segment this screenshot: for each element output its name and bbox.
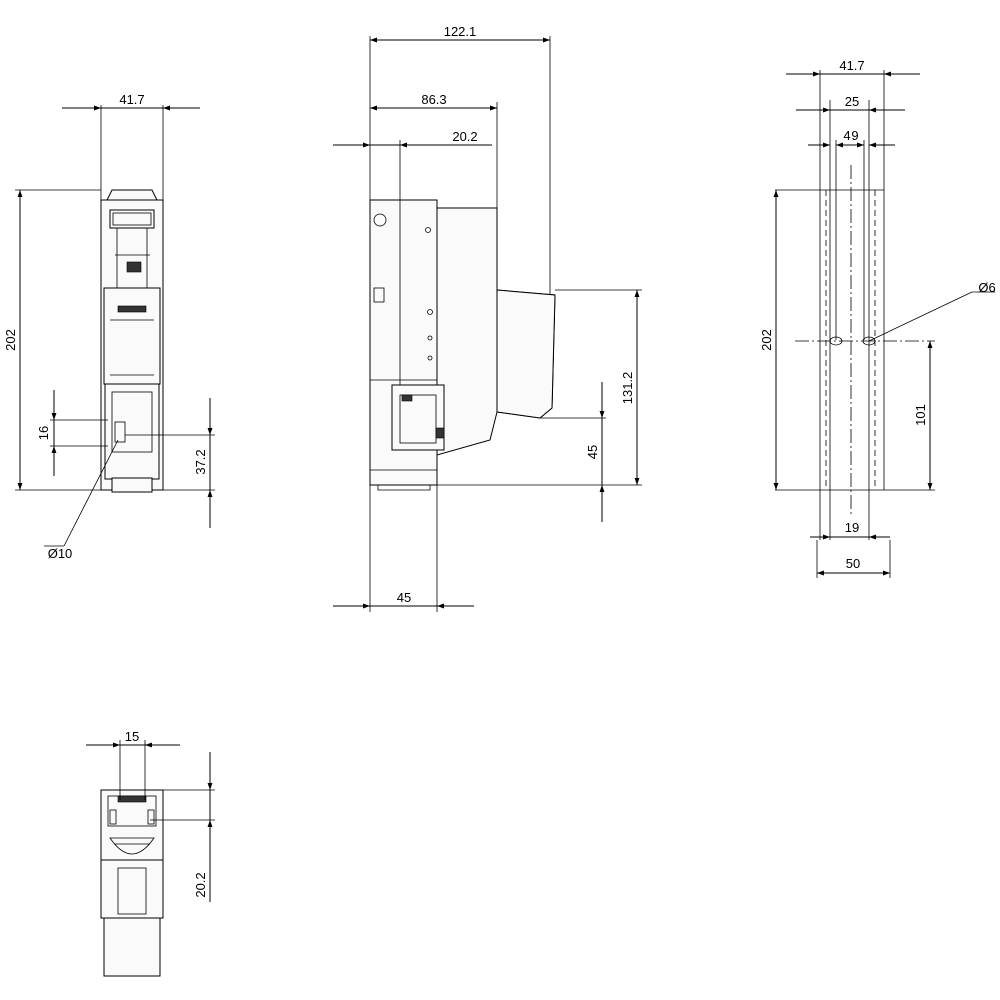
dim-rear-hole: Ø6 <box>978 280 995 295</box>
top-view: 15 20.2 <box>86 729 215 977</box>
dim-side-86-3: 86.3 <box>421 92 446 107</box>
dim-front-37-2: 37.2 <box>193 449 208 474</box>
dim-top-15: 15 <box>125 729 139 744</box>
dim-rear-25: 25 <box>845 94 859 109</box>
dim-rear-19: 19 <box>845 520 859 535</box>
dim-rear-101: 101 <box>913 404 928 426</box>
dim-front-16: 16 <box>36 426 51 440</box>
dim-rear-41-7: 41.7 <box>839 58 864 73</box>
side-view: 122.1 86.3 20.2 45 131.2 45 <box>333 24 642 612</box>
dim-rear-9: 9 <box>851 128 858 143</box>
dim-front-height: 202 <box>3 329 18 351</box>
dim-rear-4: 4 <box>843 128 850 143</box>
dim-top-20-2: 20.2 <box>193 872 208 897</box>
dim-side-45-bottom: 45 <box>397 590 411 605</box>
dim-side-131-2: 131.2 <box>620 372 635 405</box>
dim-side-20-2: 20.2 <box>452 129 477 144</box>
dim-side-122-1: 122.1 <box>444 24 477 39</box>
dim-front-width: 41.7 <box>119 92 144 107</box>
front-view: 41.7 202 16 37.2 Ø10 <box>3 92 215 561</box>
dim-rear-50: 50 <box>846 556 860 571</box>
dim-side-45-right: 45 <box>585 445 600 459</box>
dim-front-hole: Ø10 <box>48 546 73 561</box>
dim-rear-202: 202 <box>759 329 774 351</box>
rear-view: 41.7 25 4 9 Ø6 202 101 19 50 <box>759 58 996 578</box>
